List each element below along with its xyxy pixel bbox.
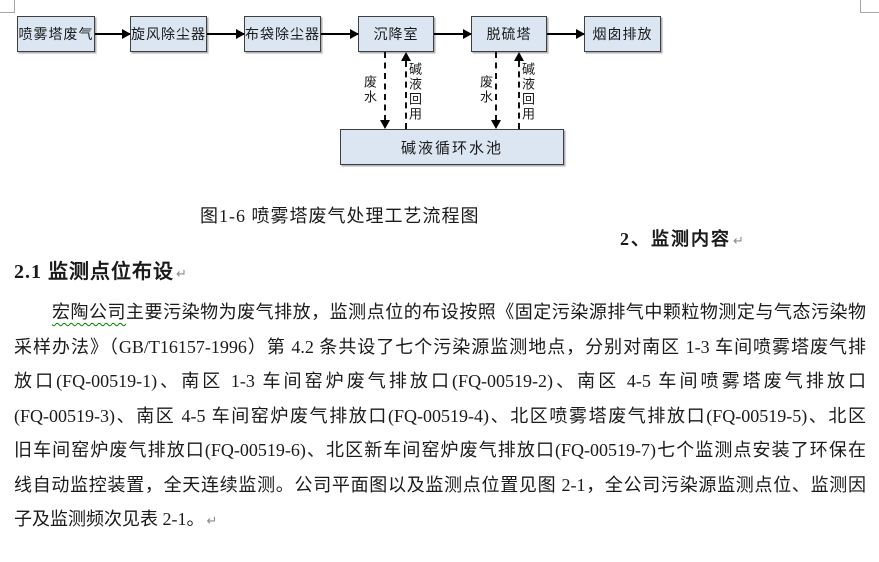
flowchart-box-chimney-discharge: 烟囱排放	[584, 16, 661, 52]
paragraph-line: 放口(FQ-00519-1)、南区 1-3 车间窑炉废气排放口(FQ-00519…	[14, 371, 866, 391]
alkali-return-label: 碱液回用	[520, 62, 535, 122]
flow-arrow-icon	[321, 29, 359, 39]
box-label: 烟囱排放	[592, 28, 653, 43]
figure-caption: 图1-6 喷雾塔废气处理工艺流程图	[200, 206, 480, 226]
paragraph-line: 子及监测频次见表 2-1。↵	[14, 502, 866, 537]
paragraph-line-text: 子及监测频次见表 2-1。	[14, 509, 205, 529]
dashed-alkali-return-line	[518, 61, 520, 129]
box-label: 旋风除尘器	[131, 28, 206, 43]
flowchart-box-desulfurization-tower: 脱硫塔	[471, 16, 547, 52]
body-paragraph: 宏陶公司主要污染物为废气排放，监测点位的布设按照《固定污染源排气中颗粒物测定与气…	[14, 295, 866, 537]
arrow-down-icon	[491, 120, 501, 129]
arrow-down-icon	[380, 120, 390, 129]
arrow-up-icon	[514, 52, 524, 61]
flow-arrow-icon	[207, 29, 245, 39]
section-heading-2: 2、监测内容↵	[620, 225, 746, 251]
paragraph-line: 宏陶公司主要污染物为废气排放，监测点位的布设按照《固定污染源排气中颗粒物测定与气…	[14, 295, 866, 330]
text-boundary-corner-right	[860, 0, 879, 13]
paragraph-line: 线自动监控装置，全天连续监测。公司平面图以及监测点位置见图 2-1，全公司污染源…	[14, 474, 866, 495]
arrow-up-icon	[401, 52, 411, 61]
flowchart-box-alkali-circulation-pool: 碱液循环水池	[340, 129, 564, 165]
box-label: 布袋除尘器	[245, 28, 320, 43]
paragraph-line: 旧车间窑炉废气排放口(FQ-00519-6)、北区新车间窑炉废气排放口(FQ-0…	[14, 440, 866, 460]
flowchart-box-settling-chamber: 沉降室	[358, 16, 434, 52]
paragraph-mark: ↵	[733, 233, 746, 248]
flowchart-box-bag-deduster: 布袋除尘器	[244, 16, 321, 52]
paragraph-mark: ↵	[206, 513, 218, 528]
flowchart-box-cyclone-deduster: 旋风除尘器	[130, 16, 207, 52]
paragraph-line: (FQ-00519-3)、南区 4-5 车间窑炉废气排放口(FQ-00519-4…	[14, 405, 866, 426]
paragraph-mark: ↵	[176, 266, 188, 281]
box-label: 喷雾塔废气	[18, 28, 94, 43]
paragraph-line-text: 主要污染物为废气排放，监测点位的布设按照《固定污染源排气中颗粒物测定与气态污染物	[126, 302, 866, 322]
dashed-alkali-return-line	[405, 61, 407, 129]
wastewater-label: 废水	[478, 75, 493, 105]
text-boundary-corner-left	[0, 0, 15, 13]
box-label: 沉降室	[373, 28, 419, 43]
dashed-wastewater-line	[384, 52, 386, 121]
wastewater-label: 废水	[362, 75, 377, 105]
alkali-return-label: 碱液回用	[407, 62, 422, 122]
box-label: 脱硫塔	[486, 28, 532, 43]
flow-arrow-icon	[547, 29, 585, 39]
company-name: 宏陶公司	[52, 302, 127, 322]
section-heading-2-1-text: 2.1 监测点位布设	[14, 261, 174, 283]
flow-arrow-icon	[95, 29, 131, 39]
flowchart-box-spray-tower-gas: 喷雾塔废气	[17, 16, 95, 52]
section-heading-2-text: 2、监测内容	[620, 229, 731, 249]
paragraph-line: 采样办法》（GB/T16157-1996）第 4.2 条共设了七个污染源监测地点…	[14, 336, 866, 357]
box-label: 碱液循环水池	[400, 140, 503, 157]
flow-arrow-icon	[434, 29, 472, 39]
section-heading-2-1: 2.1 监测点位布设↵	[14, 255, 188, 284]
dashed-wastewater-line	[495, 52, 497, 121]
